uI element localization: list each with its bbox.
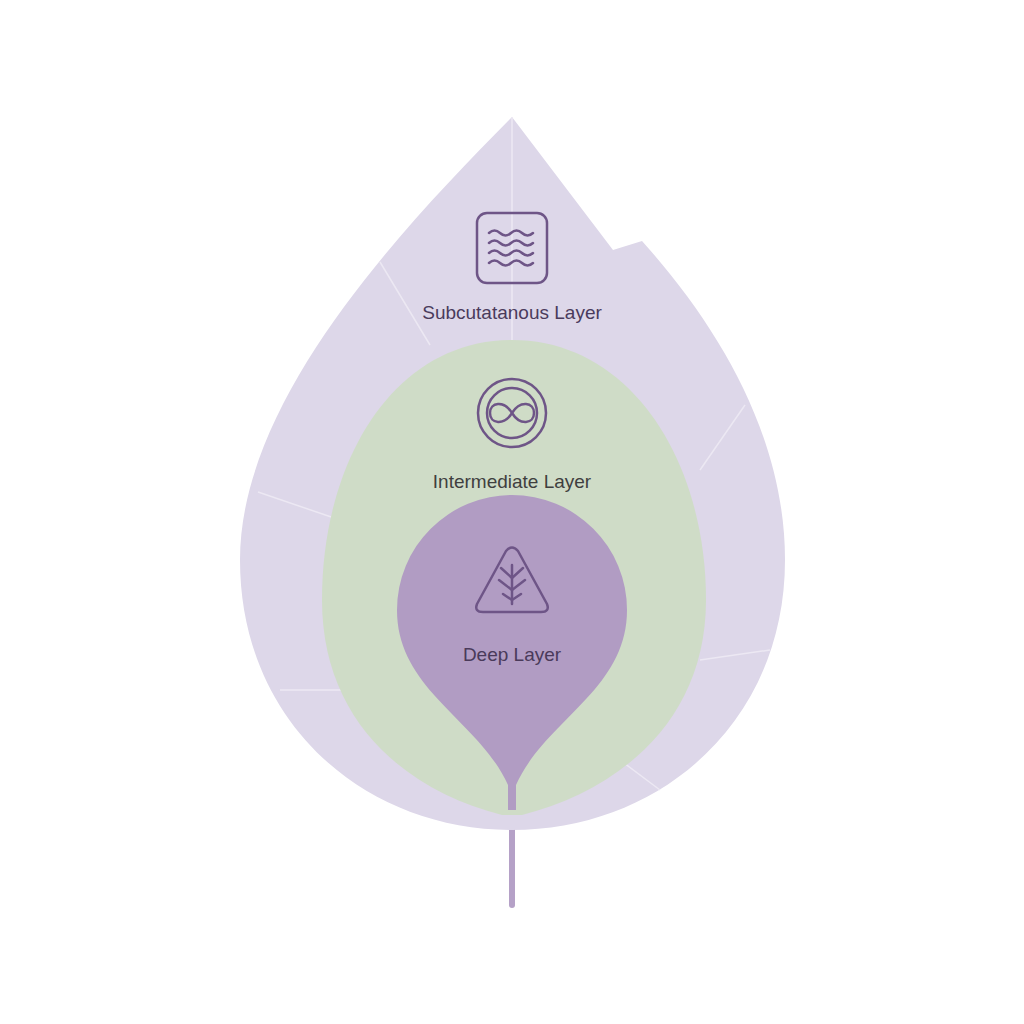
branch-icon bbox=[476, 548, 548, 613]
layer-shape bbox=[322, 340, 706, 815]
layer-outline bbox=[397, 495, 627, 835]
leaf-vein bbox=[700, 405, 745, 470]
outer-leaf-layer: Deep Layer Intermediate Layer Subcutatanou… bbox=[240, 115, 785, 835]
wave-icon bbox=[477, 213, 547, 283]
intermediate-layer: Deep Layer Intermediate Layer bbox=[322, 340, 706, 820]
leaf-vein bbox=[700, 650, 770, 660]
layer-shape bbox=[240, 117, 785, 830]
layer-label: Intermediate Layer bbox=[433, 471, 591, 494]
layer-label: Subcutatanous Layer bbox=[422, 302, 602, 325]
link-icon bbox=[478, 379, 546, 447]
layer-shape bbox=[397, 495, 627, 810]
deep-layer: Deep Layer bbox=[397, 495, 627, 835]
layer-label: Deep Layer bbox=[463, 644, 561, 667]
leaf-vein bbox=[258, 492, 340, 520]
